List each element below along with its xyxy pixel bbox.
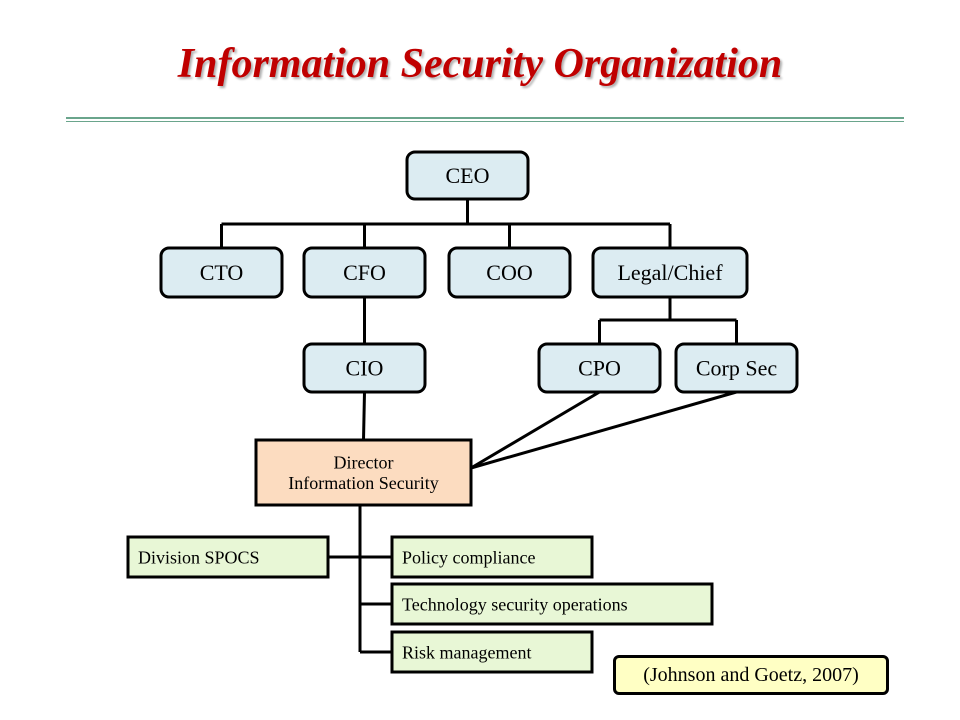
node-box [447,246,572,299]
node-box [302,342,427,394]
node-box [126,535,330,579]
node-label: CIO [346,356,384,381]
node-label: CTO [200,260,244,285]
title-rule-bottom [66,121,904,122]
node-label: CPO [578,356,621,381]
node-tech-security-ops: Technology security operations [390,582,714,626]
link-director-infosec-cpo [470,390,601,470]
node-box [537,342,662,394]
node-label: Information Security [288,473,438,493]
node-box [674,342,799,394]
node-legal-chief: Legal/Chief [591,246,749,299]
node-box [302,246,427,299]
node-risk-management: Risk management [390,630,594,674]
node-box [390,582,714,626]
node-label: COO [486,260,532,285]
node-division-spocs: Division SPOCS [126,535,330,579]
node-box [390,630,594,674]
node-coo: COO [447,246,572,299]
node-box [591,246,749,299]
node-label: Technology security operations [402,594,628,614]
link-director-infosec-corp-sec [470,390,737,470]
node-label: Legal/Chief [617,260,723,285]
node-label: Policy compliance [402,547,535,567]
node-label: Division SPOCS [138,547,260,567]
slide-title: Information Security Organization [177,41,783,87]
node-label: Corp Sec [696,356,778,381]
node-ceo: CEO [405,150,530,201]
node-corp-sec: Corp Sec [674,342,799,394]
node-box [159,246,284,299]
node-cpo: CPO [537,342,662,394]
node-cfo: CFO [302,246,427,299]
node-label: CEO [446,163,490,188]
node-box [390,535,594,579]
node-cto: CTO [159,246,284,299]
node-box [405,150,530,201]
connector-director-infosec [362,391,366,441]
node-label: Director [334,452,394,472]
node-label: Risk management [402,642,531,662]
node-box [254,438,473,507]
title-rule-top [66,117,904,119]
node-cio: CIO [302,342,427,394]
connectors [220,199,738,654]
citation-box: (Johnson and Goetz, 2007) [613,655,889,695]
node-label: CFO [343,260,386,285]
node-policy-compliance: Policy compliance [390,535,594,579]
